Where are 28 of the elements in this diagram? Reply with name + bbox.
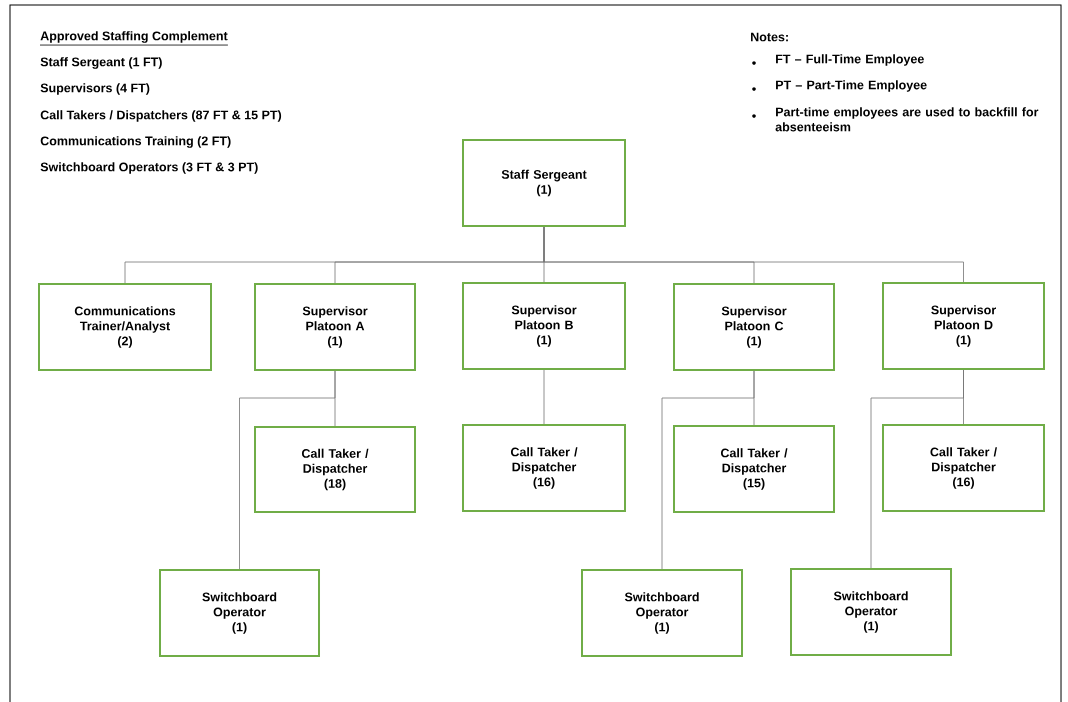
staffing-line: Call Takers / Dispatchers (87 FT & 15 PT) [40, 110, 282, 122]
role-box: Call Taker / Dispatcher (16) [462, 424, 626, 512]
connector-line [543, 369, 545, 425]
heading: Approved Staffing Complement [40, 31, 228, 43]
connector-line [543, 226, 964, 283]
staffing-line: Supervisors (4 FT) [40, 83, 150, 95]
role-box: Supervisor Platoon C (1) [673, 283, 835, 371]
role-box: Supervisor Platoon B (1) [462, 282, 626, 370]
role-box: Call Taker / Dispatcher (15) [673, 425, 835, 513]
connector-line [239, 370, 336, 570]
role-box: Switchboard Operator (1) [159, 569, 320, 657]
note-text: Part-time employees are used to backfill for absenteeism [775, 107, 1039, 132]
role-box: Supervisor Platoon A (1) [254, 283, 416, 371]
note-text: FT – Full-Time Employee [776, 54, 924, 66]
connector-line [870, 369, 964, 569]
staffing-line: Communications Training (2 FT) [40, 136, 231, 148]
role-box: Switchboard Operator (1) [790, 568, 952, 656]
role-box: Supervisor Platoon D (1) [882, 282, 1045, 370]
connector-line [661, 370, 755, 570]
notes-heading: Notes: [751, 32, 788, 42]
role-box: Call Taker / Dispatcher (16) [882, 424, 1045, 512]
role-box: Staff Sergeant (1) [462, 139, 626, 227]
role-box: Switchboard Operator (1) [581, 569, 743, 657]
role-box: Communications Trainer/Analyst (2) [38, 283, 212, 371]
note-text: PT – Part-Time Employee [776, 80, 927, 92]
staffing-line: Staff Sergeant (1 FT) [40, 57, 162, 69]
staffing-line: Switchboard Operators (3 FT & 3 PT) [40, 162, 258, 174]
role-box: Call Taker / Dispatcher (18) [254, 426, 416, 513]
